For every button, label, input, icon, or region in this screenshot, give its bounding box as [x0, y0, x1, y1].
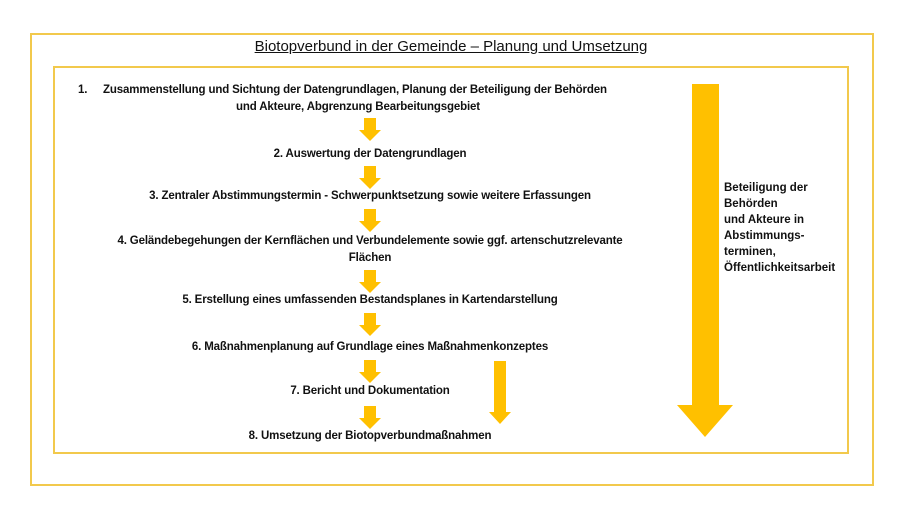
- step-1-line1: Zusammenstellung und Sichtung der Dateng…: [103, 84, 607, 96]
- step-4: 4. Geländebegehungen der Kernflächen und…: [117, 233, 622, 267]
- step-6: 6. Maßnahmenplanung auf Grundlage eines …: [191, 341, 549, 353]
- step-4-line1: 4. Geländebegehungen der Kernflächen und…: [117, 235, 623, 247]
- diagram-title: Biotopverbund in der Gemeinde – Planung …: [254, 38, 648, 55]
- outer-frame: [30, 33, 874, 486]
- arrow-down-icon: [359, 313, 381, 336]
- side-arrow-down-icon: [489, 361, 511, 424]
- arrow-down-icon: [359, 166, 381, 189]
- arrow-down-icon: [359, 118, 381, 141]
- step-3: 3. Zentraler Abstimmungstermin - Schwerp…: [149, 190, 591, 202]
- participation-arrow-icon: [677, 84, 733, 437]
- arrow-down-icon: [359, 406, 381, 429]
- step-8: 8. Umsetzung der Biotopverbundmaßnahmen: [248, 430, 492, 442]
- step-1-line2: und Akteure, Abgrenzung Bearbeitungsgebi…: [236, 101, 480, 113]
- side-label: Beteiligung der Behörden und Akteure in …: [724, 182, 836, 274]
- arrow-down-icon: [359, 360, 381, 383]
- step-2: 2. Auswertung der Datengrundlagen: [273, 148, 467, 160]
- step-1-number: 1.: [78, 84, 88, 96]
- step-5: 5. Erstellung eines umfassenden Bestands…: [182, 294, 558, 306]
- arrow-down-icon: [359, 270, 381, 293]
- process-frame: [53, 66, 849, 454]
- step-1: 1. Zusammenstellung und Sichtung der Date…: [78, 82, 638, 116]
- arrow-down-icon: [359, 209, 381, 232]
- step-4-line2: Flächen: [348, 252, 392, 264]
- step-7: 7. Bericht und Dokumentation: [290, 385, 450, 397]
